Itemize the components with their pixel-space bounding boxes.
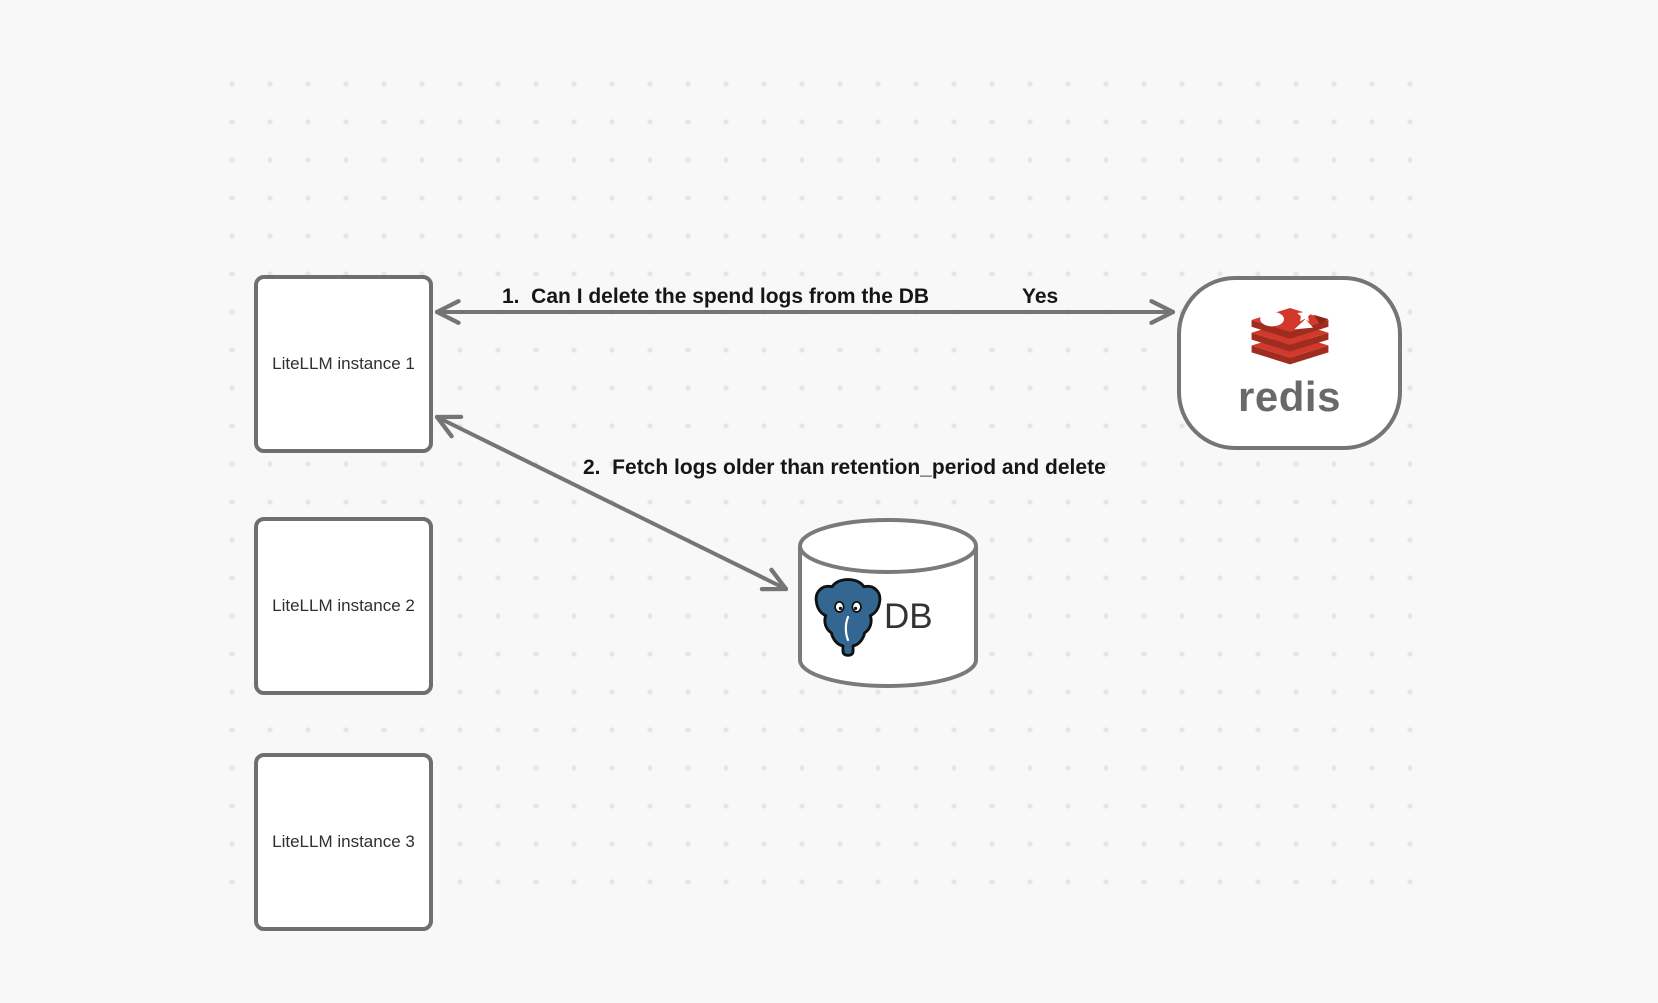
node-litellm-instance-3: LiteLLM instance 3 (254, 753, 433, 931)
node-litellm-instance-2-label: LiteLLM instance 2 (272, 596, 415, 615)
node-litellm-instance-2: LiteLLM instance 2 (254, 517, 433, 695)
redis-wordmark: redis (1238, 373, 1341, 420)
edge1-label: 1. Can I delete the spend logs from the … (502, 285, 930, 308)
node-litellm-instance-1-label: LiteLLM instance 1 (272, 354, 415, 373)
redis-stack-icon (1251, 308, 1328, 365)
db-label: DB (884, 597, 933, 636)
edge2-label: 2. Fetch logs older than retention_perio… (583, 456, 1106, 479)
node-postgres-db: DB (798, 516, 978, 688)
postgresql-elephant-icon (814, 578, 882, 657)
edge1-reply-label: Yes (1022, 285, 1059, 308)
node-litellm-instance-3-label: LiteLLM instance 3 (272, 832, 415, 851)
node-litellm-instance-1: LiteLLM instance 1 (254, 275, 433, 453)
node-redis: redis (1177, 276, 1402, 450)
